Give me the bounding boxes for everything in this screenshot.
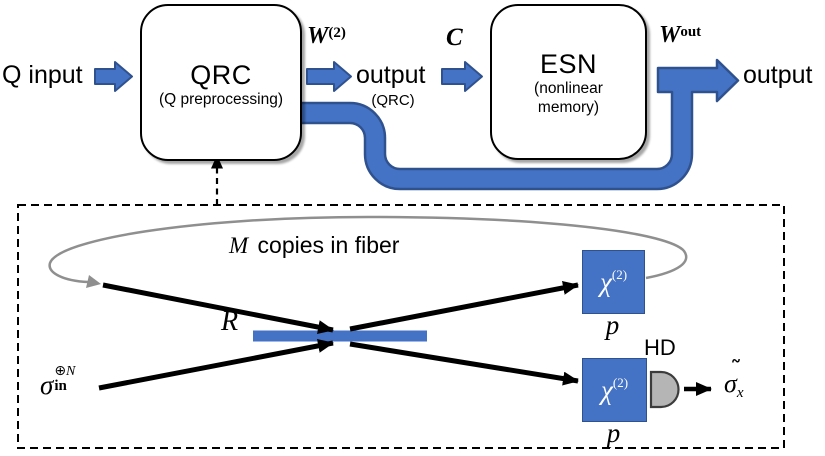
- chi2-box-lower: χ(2): [582, 358, 647, 422]
- fiber-loop-caption: M copies in fiber: [229, 232, 400, 258]
- c-label: C: [446, 24, 463, 51]
- beam-splitter-bar: [253, 330, 427, 342]
- final-output-label: output: [743, 61, 813, 89]
- qrc-box-title: QRC: [190, 59, 252, 90]
- qrc-output-label: output: [356, 61, 426, 89]
- flow-arrow-qinput: [94, 61, 133, 92]
- esn-box-title: ESN: [539, 48, 598, 79]
- fiber-loop-arc: [48, 215, 688, 288]
- flow-arrow-w2: [306, 61, 352, 92]
- loop-arrowhead-icon: [86, 275, 101, 288]
- beam-line-to-chi-upper: [349, 280, 579, 332]
- esn-box: ESN (nonlinear memory): [490, 4, 647, 160]
- chi2-box-upper: χ(2): [582, 250, 645, 314]
- qrc-output-caption: (QRC): [371, 92, 415, 109]
- dashed-connector-arrow: [211, 155, 223, 205]
- pump-label-lower: p: [606, 418, 621, 448]
- reflectivity-label: R: [221, 306, 239, 337]
- dashed-detail-region: [17, 204, 785, 449]
- beam-line-sigma-in: [98, 338, 334, 391]
- flow-arrow-c: [441, 61, 483, 92]
- esn-box-subtitle-line2: memory): [537, 98, 600, 116]
- w2-label: W(2): [307, 23, 346, 49]
- pump-label-upper: p: [605, 310, 620, 340]
- qrc-box: QRC (Q preprocessing): [140, 4, 302, 161]
- q-input-label: Q input: [2, 61, 83, 89]
- homodyne-detector-icon: [649, 370, 680, 409]
- feedback-pipe-output-arrow: [296, 58, 740, 191]
- wout-label: Wout: [659, 22, 702, 48]
- beam-line-loop-in: [102, 282, 334, 334]
- hd-detector-label: HD: [644, 335, 676, 360]
- sigma-x-label: ˜σx: [724, 356, 744, 401]
- beam-line-to-chi-lower: [349, 341, 579, 386]
- qrc-box-subtitle: (Q preprocessing): [158, 90, 284, 108]
- esn-box-subtitle-line1: (nonlinear: [534, 79, 603, 97]
